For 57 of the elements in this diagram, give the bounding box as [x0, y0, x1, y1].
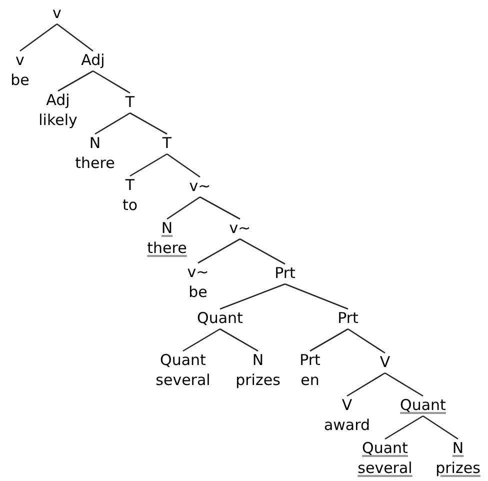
word-label: award: [324, 415, 370, 435]
word-label: several: [156, 370, 210, 390]
category-label: Adj: [45, 90, 71, 110]
tree-branch: [310, 328, 348, 352]
category-label: v: [52, 3, 62, 23]
category-label: Quant: [159, 350, 207, 370]
tree-branch: [200, 196, 240, 220]
category-label: Quant: [400, 395, 446, 415]
tree-branch: [346, 372, 386, 397]
tree-branch: [198, 238, 240, 264]
category-label: v~: [229, 218, 251, 238]
tree-branch: [348, 328, 386, 354]
tree-branch: [240, 238, 286, 265]
word-label: there: [75, 153, 115, 173]
word-label: be: [10, 70, 30, 90]
category-label: T: [162, 133, 172, 153]
category-label: N: [88, 133, 102, 153]
category-label: Quant: [361, 438, 409, 458]
category-label: Prt: [300, 350, 320, 370]
tree-branch: [130, 112, 168, 135]
tree-branch: [384, 372, 424, 397]
category-label: Prt: [338, 308, 358, 328]
category-label: Quant: [197, 308, 243, 328]
category-label: v~: [187, 262, 209, 282]
word-label: several: [358, 458, 412, 478]
word-label: prizes: [436, 458, 480, 478]
word-label: there: [147, 238, 187, 258]
category-label: N: [160, 218, 174, 238]
category-label: T: [124, 175, 136, 195]
category-label: N: [251, 350, 265, 370]
tree-branch: [166, 153, 200, 178]
tree-branch: [92, 70, 130, 94]
category-label: Adj: [81, 50, 105, 70]
word-label: likely: [38, 110, 78, 130]
category-label: v: [14, 50, 26, 70]
tree-branch: [130, 153, 168, 177]
word-label: en: [300, 370, 320, 390]
tree-branch: [422, 415, 458, 440]
tree-branch: [284, 283, 348, 310]
tree-branch: [220, 283, 286, 310]
category-label: V: [380, 352, 390, 372]
category-label: T: [125, 92, 135, 112]
category-label: N: [451, 438, 465, 458]
tree-branch: [220, 328, 258, 352]
tree-branch: [182, 328, 220, 352]
tree-branch: [94, 112, 130, 135]
category-label: Prt: [274, 263, 296, 283]
word-label: to: [122, 195, 138, 215]
tree-branch: [58, 70, 94, 92]
category-label: v~: [189, 176, 211, 196]
word-label: be: [188, 282, 208, 302]
word-label: prizes: [236, 370, 280, 390]
tree-branch: [56, 23, 94, 52]
tree-branch: [20, 23, 58, 52]
tree-branch: [166, 196, 200, 220]
tree-branch: [384, 415, 424, 440]
category-label: V: [340, 395, 354, 415]
